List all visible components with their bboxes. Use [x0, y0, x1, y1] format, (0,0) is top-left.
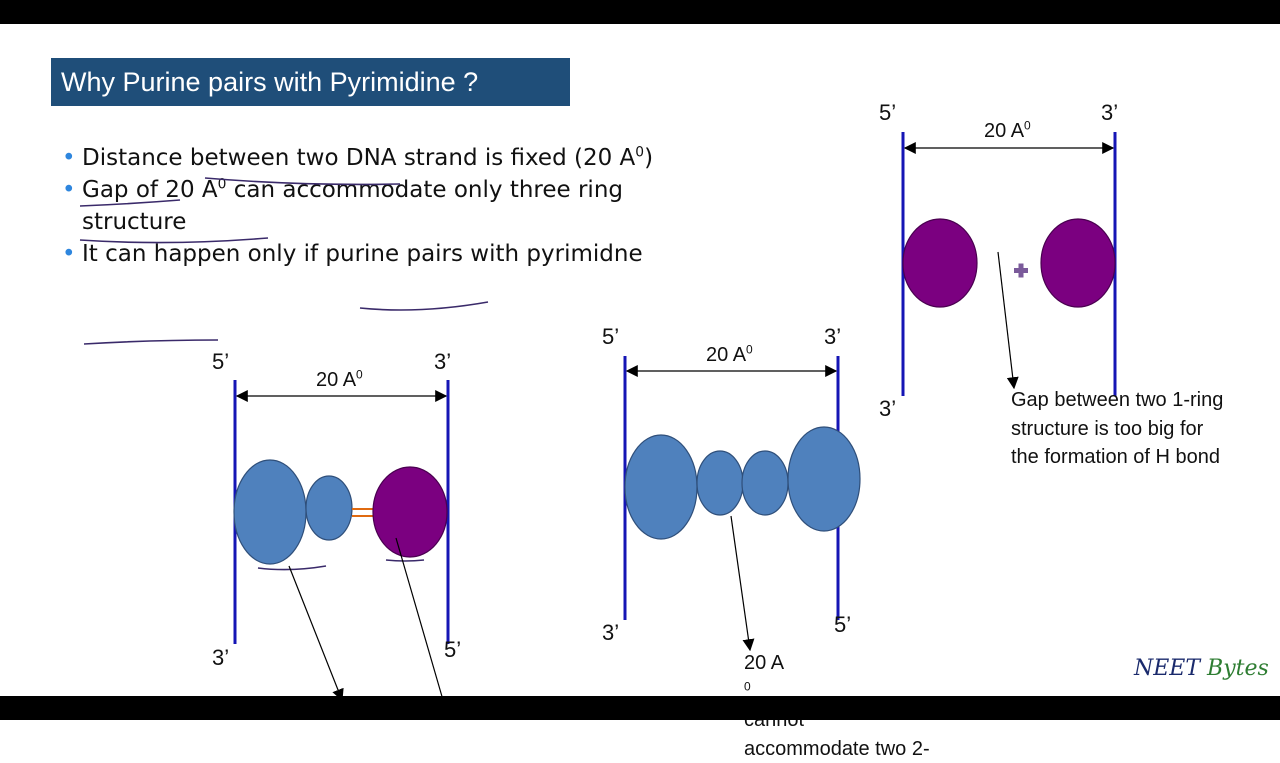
bullet-item: Distance between two DNA strand is fixed…: [62, 142, 682, 174]
purine-ring-small: [696, 450, 744, 516]
three-prime-label: 3’: [602, 620, 620, 645]
middle-dna-diagram: [623, 356, 861, 652]
three-prime-label: 3’: [879, 396, 897, 421]
five-prime-label: 5’: [602, 324, 620, 349]
purine-ring-small: [741, 450, 789, 516]
right-note: Gap between two 1-ring structure is too …: [1011, 389, 1224, 468]
plus-icon: [1014, 263, 1028, 278]
five-prime-label: 5’: [212, 349, 230, 374]
bullet-item: It can happen only if purine pairs with …: [62, 238, 682, 270]
pointer-arrow: [997, 251, 1019, 390]
dna-diagrams: [79, 132, 1117, 702]
pointer-arrow: [288, 565, 344, 702]
pyrimidine-ring: [902, 218, 978, 308]
purine-ring-small: [305, 475, 353, 541]
right-dna-diagram: [901, 132, 1117, 396]
five-prime-label: 5’: [444, 637, 462, 662]
bullet-item: Gap of 20 A0 can accommodate only three …: [62, 174, 682, 238]
three-prime-label: 3’: [824, 324, 842, 349]
bullet-list: Distance between two DNA strand is fixed…: [62, 142, 682, 270]
left-dna-diagram: [233, 380, 450, 702]
purine-ring: [233, 459, 307, 565]
brand-logo: NEET Bytes: [1134, 656, 1269, 681]
purine-ring: [624, 434, 698, 540]
five-prime-label: 5’: [834, 612, 852, 637]
bottom-black-bar: [0, 696, 1280, 720]
three-prime-label: 3’: [1101, 100, 1119, 125]
distance-label: 20 A0: [706, 342, 753, 366]
five-prime-label: 5’: [879, 100, 897, 125]
top-black-bar: [0, 0, 1280, 24]
pointer-arrow: [395, 537, 444, 701]
distance-label: 20 A0: [316, 367, 363, 391]
three-prime-label: 3’: [212, 645, 230, 670]
three-prime-label: 3’: [434, 349, 452, 374]
purine-ring: [787, 426, 861, 532]
pen-underlines: [79, 177, 489, 571]
pyrimidine-ring: [372, 466, 448, 558]
pyrimidine-ring: [1040, 218, 1116, 308]
pointer-arrow: [730, 515, 755, 652]
distance-label: 20 A0: [984, 118, 1031, 142]
slide-title: Why Purine pairs with Pyrimidine ?: [51, 58, 570, 106]
